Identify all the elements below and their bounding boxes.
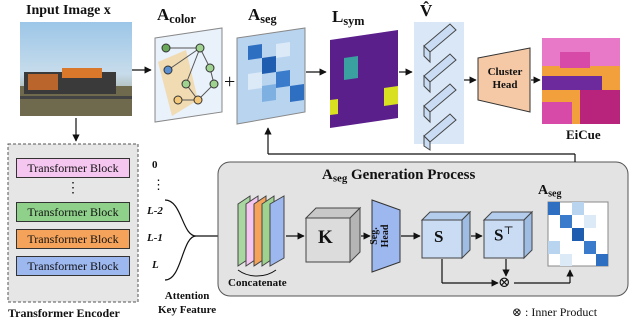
encoder-dots: ⋮ xyxy=(66,181,80,196)
seg-head-label: Seg. Head xyxy=(369,224,391,248)
a-seg-bottom-label: Aseg xyxy=(538,183,562,200)
k-cube xyxy=(304,206,362,264)
a-seg-matrix-bottom xyxy=(547,201,609,267)
st-cube xyxy=(482,210,534,260)
plus-sign: + xyxy=(224,71,236,93)
a-color-label: Acolor xyxy=(157,5,196,27)
a-color-graph xyxy=(154,27,223,123)
layer-dots: ⋮ xyxy=(152,177,165,192)
eicue-output xyxy=(542,38,620,124)
layer-label-0: 0 xyxy=(152,159,158,171)
process-title: Aseg Generation Process xyxy=(322,167,476,185)
transformer-block-l-1: Transformer Block xyxy=(16,229,130,249)
l-sym-matrix xyxy=(330,30,398,128)
l-sym-label: Lsym xyxy=(332,7,365,29)
k-label: K xyxy=(318,227,333,248)
input-image xyxy=(20,22,132,116)
input-image-label: Input Image x xyxy=(26,3,111,18)
inner-product-footnote: ⊗ : Inner Product xyxy=(512,305,598,319)
layer-label-l-2: L-2 xyxy=(147,205,163,217)
attention-key-feature-label: Attention Key Feature xyxy=(158,290,217,316)
cluster-head-label: Cluster Head xyxy=(487,66,523,91)
encoder-title: Transformer Encoder xyxy=(8,306,120,320)
cluster-head-shape xyxy=(477,47,531,113)
layer-label-l-1: L-1 xyxy=(147,232,163,244)
a-seg-top-label: Aseg xyxy=(248,5,277,27)
inner-product-symbol: ⊗ xyxy=(498,275,511,291)
st-label: S⊤ xyxy=(494,225,514,245)
a-seg-matrix-top xyxy=(236,27,306,125)
s-cube xyxy=(420,210,472,260)
seg-head-shape xyxy=(371,199,401,273)
transformer-block-l-2: Transformer Block xyxy=(16,202,130,222)
v-hat-panel xyxy=(414,22,464,151)
s-label: S xyxy=(434,227,444,246)
concat-features xyxy=(237,195,285,277)
v-hat-label: V̂ xyxy=(420,1,433,20)
transformer-block-l: Transformer Block xyxy=(16,256,130,276)
concatenate-label: Concatenate xyxy=(228,277,287,289)
eicue-label: EiCue xyxy=(566,127,601,142)
transformer-block-0: Transformer Block xyxy=(16,158,130,178)
layer-label-l: L xyxy=(152,259,159,271)
